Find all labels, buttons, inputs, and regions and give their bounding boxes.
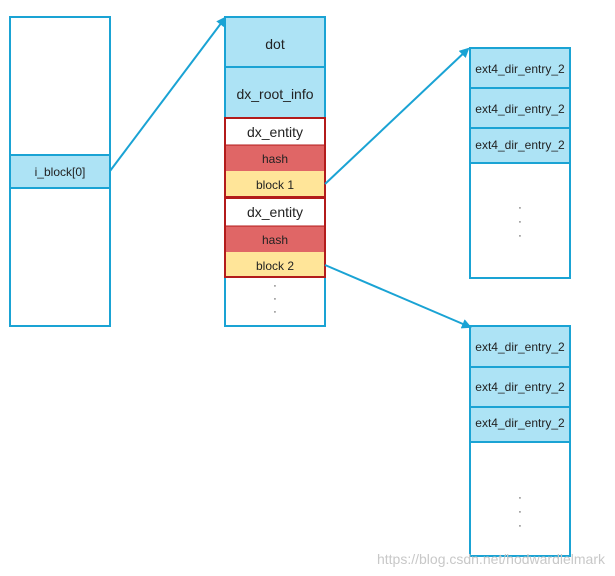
dir-block-1-entry-3 [469, 127, 571, 164]
root-block-ellipsis: · · · [273, 280, 277, 318]
dir-block-1-entry-3-label: ext4_dir_entry_2 [475, 138, 565, 152]
dir-block-1-ellipsis-2: · [518, 216, 522, 228]
block-label-1: block 1 [256, 178, 294, 192]
dir-block-1: ext4_dir_entry_2 ext4_dir_entry_2 ext4_d… [469, 47, 571, 279]
block-label-2: block 2 [256, 259, 294, 273]
dot-cell [224, 16, 326, 68]
dir-block-1-ellipsis-3: · [518, 230, 522, 242]
arrow-block1-to-dir-block-1 [324, 47, 470, 185]
arrow-iblock-to-root [109, 16, 227, 172]
dir-block-1-entry-1-label: ext4_dir_entry_2 [475, 62, 565, 76]
watermark-text: https://blog.csdn.net/hodwardlelmark [377, 551, 606, 567]
dx-root-info-label: dx_root_info [236, 86, 313, 102]
root-ellipsis-dot-2: · [273, 293, 277, 305]
dir-block-2-entry-3-label: ext4_dir_entry_2 [475, 416, 565, 430]
hash-label-2: hash [262, 233, 288, 247]
dir-block-2-ellipsis-3: · [518, 520, 522, 532]
inode-block-column: i_block[0] [9, 16, 111, 327]
i-block-0-label: i_block[0] [35, 165, 86, 179]
block-cell-1 [225, 171, 325, 197]
dot-label: dot [265, 36, 285, 52]
dir-block-2-ellipsis-1: · [518, 492, 522, 504]
dir-block-2-entry-1-label: ext4_dir_entry_2 [475, 340, 565, 354]
dir-block-2-entry-3 [469, 406, 571, 443]
dir-block-2-ellipsis-2: · [518, 506, 522, 518]
arrow-block2-to-dir-block-2 [324, 264, 472, 329]
dir-block-2: ext4_dir_entry_2 ext4_dir_entry_2 ext4_d… [469, 325, 571, 557]
dx-entity-2: dx_entity hash block 2 [224, 197, 326, 278]
dx-entity-1-label: dx_entity [247, 124, 303, 140]
hash-cell-2 [225, 226, 325, 252]
root-ellipsis-dot-1: · [273, 280, 277, 292]
dir-block-1-ellipsis-1: · [518, 202, 522, 214]
dx-entity-2-frame [224, 197, 326, 278]
dir-block-1-entry-1 [469, 47, 571, 89]
block-cell-2 [225, 252, 325, 277]
dir-block-2-entry-2 [469, 366, 571, 408]
i-block-0-cell [9, 154, 111, 189]
dir-block-2-entry-2-label: ext4_dir_entry_2 [475, 380, 565, 394]
root-ellipsis-dot-3: · [273, 306, 277, 318]
hash-cell-1 [225, 145, 325, 171]
root-block-column: dot dx_root_info dx_entity hash block 1 … [224, 16, 326, 327]
dir-block-1-entry-2-label: ext4_dir_entry_2 [475, 102, 565, 116]
dir-block-2-entry-1 [469, 325, 571, 368]
hash-label-1: hash [262, 152, 288, 166]
dx-entity-2-label: dx_entity [247, 204, 303, 220]
